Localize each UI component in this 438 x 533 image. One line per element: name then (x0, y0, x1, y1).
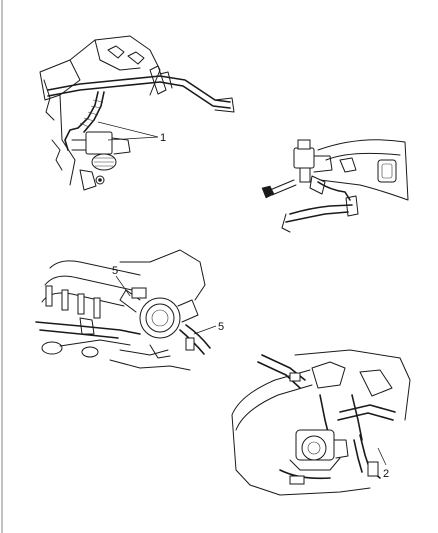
view-top-right (261, 139, 409, 233)
callout-leaders (97, 121, 387, 466)
view-middle-left (35, 249, 211, 371)
view-top-left (39, 35, 235, 191)
callout-1: 1 (160, 132, 166, 144)
callout-2: 2 (383, 468, 389, 480)
view-bottom-right (231, 349, 411, 496)
callout-5-right: 5 (218, 321, 224, 333)
callout-5-top: 5 (112, 265, 118, 277)
